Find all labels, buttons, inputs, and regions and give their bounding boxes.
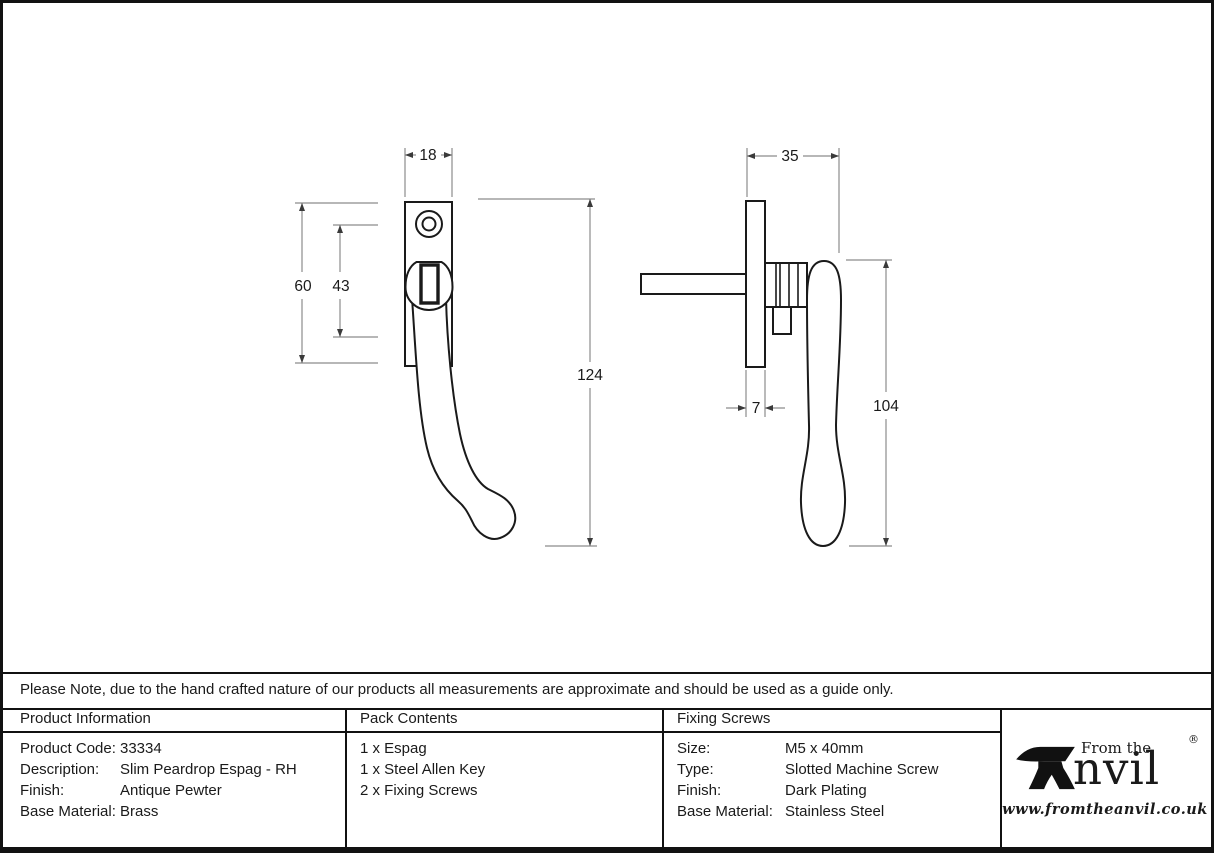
- product-code-label: Product Code:: [20, 740, 116, 757]
- finish-value: Antique Pewter: [120, 782, 222, 799]
- measurement-note: Please Note, due to the hand crafted nat…: [20, 681, 894, 698]
- fixing-screws-header: Fixing Screws: [677, 710, 771, 727]
- screw-base-material-value: Stainless Steel: [785, 803, 885, 820]
- front-screw-hole-inner: [421, 216, 437, 232]
- dim-label-handle-length: 104: [873, 398, 899, 415]
- screw-finish-label: Finish:: [677, 782, 722, 799]
- side-view-drawing: 35 7 104: [640, 148, 899, 548]
- divider-fixing-logo: [1000, 708, 1002, 847]
- side-neck: [764, 262, 808, 308]
- side-grub-screw-block: [772, 306, 792, 335]
- header-row-bottom-border: [3, 731, 1001, 733]
- dim-label-projection: 35: [781, 148, 798, 165]
- screw-type-label: Type:: [677, 761, 714, 778]
- dimension-plate-height: 60: [294, 202, 378, 364]
- logo-website: www.fromtheanvil.co.uk: [1002, 801, 1208, 818]
- base-material-label: Base Material:: [20, 803, 116, 820]
- front-view-drawing: 18 60 43: [294, 147, 603, 547]
- divider-pack-fixing: [662, 708, 664, 847]
- screw-finish-value: Dark Plating: [785, 782, 867, 799]
- brand-logo-lockup: From the nvil ®: [1015, 733, 1199, 797]
- logo-brand-text: nvil: [1073, 742, 1161, 795]
- dim-label-overall-length: 124: [577, 367, 603, 384]
- registered-trademark-icon: ®: [1188, 733, 1199, 746]
- dimension-handle-length: 104: [846, 259, 899, 547]
- pack-contents-header: Pack Contents: [360, 710, 458, 727]
- product-information-header: Product Information: [20, 710, 151, 727]
- side-backplate: [745, 200, 766, 368]
- screw-size-label: Size:: [677, 740, 711, 757]
- screw-base-material-label: Base Material:: [677, 803, 773, 820]
- drawing-canvas: 18 60 43: [294, 147, 899, 548]
- dimension-plate-thickness: 7: [726, 370, 785, 417]
- pack-item: 1 x Steel Allen Key: [360, 761, 486, 778]
- screw-size-value: M5 x 40mm: [785, 740, 864, 757]
- logo-tagline: From the: [1081, 739, 1152, 757]
- front-handle: [410, 297, 517, 540]
- description-value: Slim Peardrop Espag - RH: [120, 761, 297, 778]
- dim-label-hole-spacing: 43: [332, 278, 349, 295]
- brand-logo: From the nvil ® www.fromtheanvil.co.uk: [1002, 710, 1208, 845]
- dim-label-plate-width: 18: [419, 147, 436, 164]
- side-handle: [799, 259, 847, 548]
- pack-item: 1 x Espag: [360, 740, 427, 757]
- dim-label-plate-thickness: 7: [752, 400, 761, 417]
- product-code-value: 33334: [120, 740, 162, 757]
- anvil-icon: [1016, 746, 1075, 790]
- header-row-top-border: [3, 708, 1211, 710]
- divider-product-pack: [345, 708, 347, 847]
- pack-item: 2 x Fixing Screws: [360, 782, 478, 799]
- dim-label-plate-height: 60: [294, 278, 312, 295]
- dimension-hole-spacing: 43: [332, 224, 378, 338]
- dimension-projection: 35: [746, 148, 840, 253]
- front-grub-screw-slot: [419, 263, 440, 305]
- base-material-value: Brass: [120, 803, 159, 820]
- description-label: Description:: [20, 761, 100, 778]
- side-spindle: [640, 273, 747, 295]
- screw-type-value: Slotted Machine Screw: [785, 761, 939, 778]
- dimension-overall-length: 124: [478, 198, 603, 547]
- dimension-plate-width: 18: [404, 147, 453, 197]
- finish-label: Finish:: [20, 782, 65, 799]
- note-row-top-border: [3, 672, 1211, 674]
